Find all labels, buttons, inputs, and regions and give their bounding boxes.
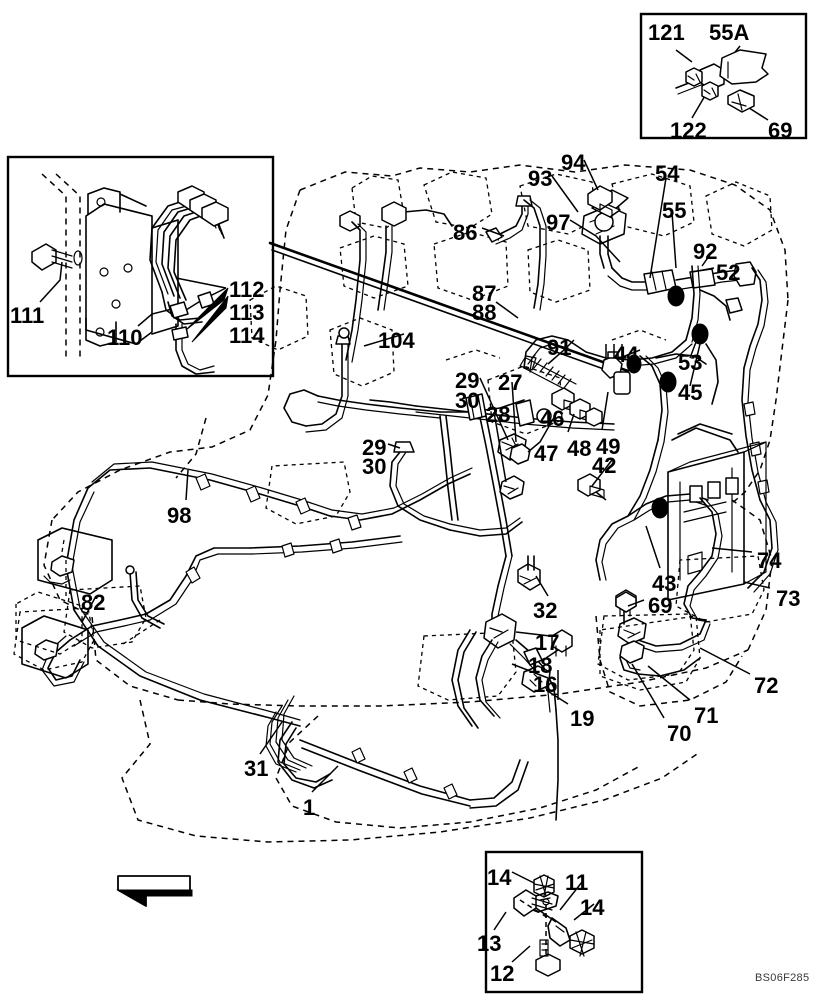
callout-91: 91	[547, 335, 572, 360]
callout-72: 72	[754, 673, 779, 698]
callout-30: 30	[455, 388, 480, 413]
callout-104: 104	[378, 328, 415, 353]
callout-111: 111	[10, 303, 45, 328]
callout-121: 121	[648, 20, 685, 45]
callout-30: 30	[362, 454, 387, 479]
callout-46: 46	[540, 406, 565, 431]
callout-14: 14	[487, 865, 512, 890]
callout-32: 32	[533, 598, 558, 623]
callout-18: 18	[528, 653, 553, 678]
detail-box-bottom	[484, 850, 644, 994]
detail-box-top-right	[639, 12, 808, 140]
callout-1: 1	[303, 795, 316, 820]
callout-69: 69	[648, 593, 673, 618]
callout-14: 14	[580, 895, 605, 920]
callout-13: 13	[477, 931, 502, 956]
callout-70: 70	[667, 721, 692, 746]
callout-48: 48	[567, 436, 592, 461]
callout-55: 55	[662, 198, 687, 223]
callout-28: 28	[486, 402, 511, 427]
callout-11: 11	[565, 870, 589, 895]
callout-16: 16	[533, 672, 558, 697]
callout-leader-lines	[39, 45, 771, 963]
callout-19: 19	[570, 706, 595, 731]
callout-73: 73	[776, 586, 801, 611]
callout-94: 94	[561, 150, 586, 175]
callout-53: 53	[678, 350, 703, 375]
callout-87: 87	[472, 281, 497, 306]
callout-31: 31	[244, 756, 269, 781]
callout-69: 69	[768, 118, 793, 143]
callout-92: 92	[693, 239, 718, 264]
callout-55A: 55A	[709, 20, 750, 45]
detail-box-left	[6, 155, 275, 378]
callout-74: 74	[757, 548, 782, 573]
callout-54: 54	[655, 161, 680, 186]
callout-86: 86	[453, 220, 478, 245]
callout-88: 88	[472, 300, 497, 325]
callout-71: 71	[694, 703, 719, 728]
callout-52: 52	[716, 260, 741, 285]
callout-93: 93	[528, 166, 553, 191]
callout-29: 29	[362, 435, 387, 460]
direction-arrow	[116, 875, 193, 907]
callout-12: 12	[490, 961, 515, 986]
callout-47: 47	[534, 441, 559, 466]
callout-98: 98	[167, 503, 192, 528]
callout-112: 112	[229, 277, 265, 302]
callout-114: 114	[229, 323, 265, 348]
callout-45: 45	[678, 380, 703, 405]
callout-113: 113	[229, 300, 265, 325]
callout-17: 17	[535, 630, 560, 655]
harness-runs	[15, 185, 779, 821]
callout-110: 110	[107, 325, 143, 350]
callout-49: 49	[596, 434, 621, 459]
callout-27: 27	[498, 370, 523, 395]
figure-reference-code: BS06F285	[755, 972, 810, 984]
callout-29: 29	[455, 368, 480, 393]
callout-43: 43	[652, 571, 677, 596]
callout-82: 82	[81, 590, 106, 615]
callout-44: 44	[614, 342, 639, 367]
callout-122: 122	[670, 118, 707, 143]
callout-42: 42	[592, 453, 617, 478]
callout-97: 97	[546, 210, 571, 235]
